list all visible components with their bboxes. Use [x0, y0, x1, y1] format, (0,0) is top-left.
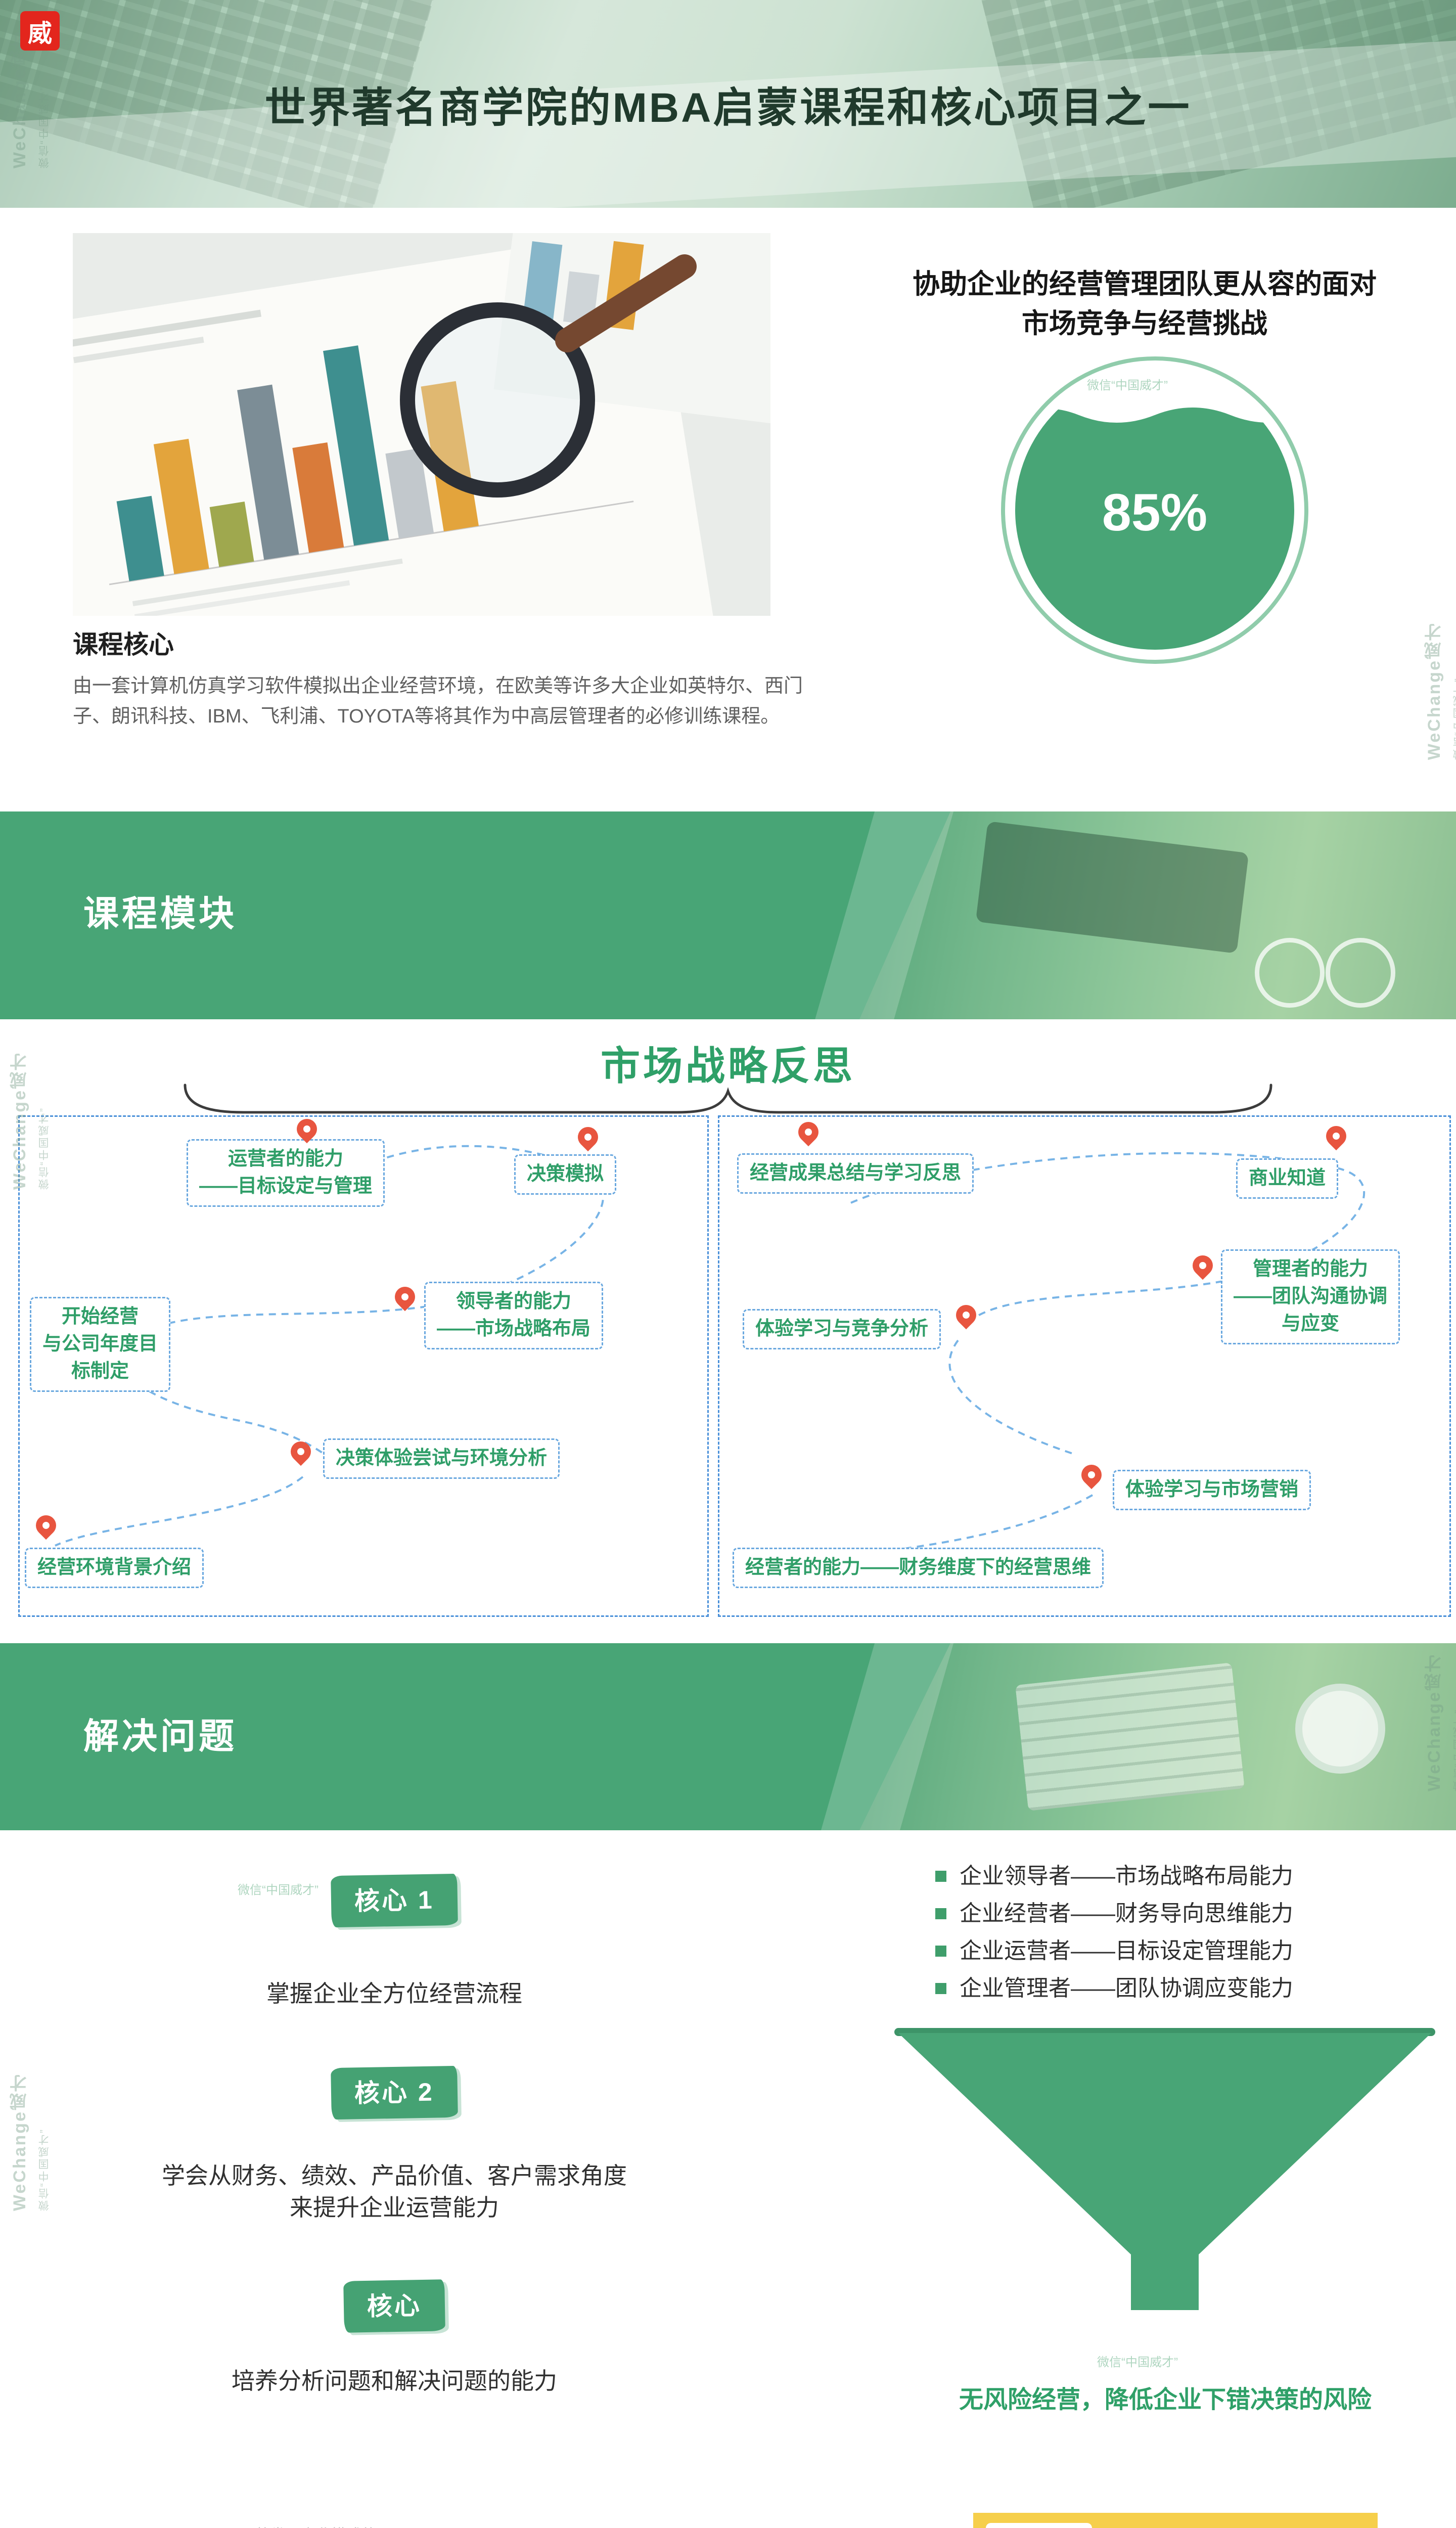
brand-logo: 威: [20, 11, 60, 51]
notebook-shape: [1015, 1662, 1245, 1811]
laptop-shape: [975, 821, 1249, 954]
glasses-icon: [1326, 938, 1395, 1008]
charts-photo: [73, 233, 770, 616]
apply-note: 将发展商业模式的 知识与技能: [255, 2523, 377, 2528]
section-title-problems: 解决问题: [83, 1717, 237, 1756]
capability-item: 企业管理者——团队协调应变能力: [935, 1976, 1293, 2002]
strategy-section: 市场战略反思 运营者的能力 ——目标设定与管理 决策模拟 领导者的能力 ——市场…: [0, 1019, 1456, 1643]
journey-path: [823, 1152, 1366, 1560]
core-1-badge: 核心 1: [331, 1873, 458, 1928]
section-title-modules: 课程模块: [83, 894, 237, 933]
percentage-gauge: 85%: [998, 353, 1311, 667]
strategy-title: 市场战略反思: [600, 1044, 855, 1088]
modules-banner: 课程模块: [0, 811, 1456, 1019]
flow-node: 商业知道: [1236, 1158, 1339, 1199]
journey-box-right: 经营成果总结与学习反思 商业知道 管理者的能力 ——团队沟通协调 与应变 体验学…: [718, 1115, 1451, 1617]
cores-section: 核心 1 掌握企业全方位经营流程 核心 2 学会从财务、绩效、产品价值、客户需求…: [0, 1830, 1456, 2475]
journey-box-left: 运营者的能力 ——目标设定与管理 决策模拟 领导者的能力 ——市场战略布局 开始…: [18, 1114, 709, 1617]
capability-item: 企业运营者——目标设定管理能力: [935, 1938, 1293, 1964]
percentage-value: 85%: [1102, 483, 1207, 542]
core-heading: 课程核心: [73, 630, 174, 659]
brand-logo-char: 威: [27, 20, 52, 47]
flow-node: 体验学习与竞争分析: [743, 1309, 941, 1349]
header-banner: 世界著名商学院的MBA启蒙课程和核心项目之一: [0, 0, 1456, 208]
capability-item: 企业领导者——市场战略布局能力: [935, 1864, 1293, 1889]
square-bullet-icon: [935, 1946, 946, 1957]
glasses-icon: [1255, 938, 1325, 1008]
teamwork-illustration: [973, 2513, 1378, 2528]
intro-headline: 协助企业的经营管理团队更从容的面对 市场竞争与经营挑战: [913, 269, 1377, 339]
flow-node: 体验学习与市场营销: [1113, 1470, 1311, 1510]
core-2-text: 学会从财务、绩效、产品价值、客户需求角度 来提升企业运营能力: [162, 2162, 627, 2221]
core-3-badge: 核心: [343, 2279, 445, 2333]
journey-path: [55, 1145, 605, 1547]
core-description: 由一套计算机仿真学习软件模拟出企业经营环境，在欧美等许多大企业如英特尔、西门子、…: [73, 675, 803, 728]
flow-node: 决策模拟: [514, 1154, 617, 1195]
intro-section: 协助企业的经营管理团队更从容的面对 市场竞争与经营挑战 85% 课程核心 由一套…: [0, 208, 1456, 811]
flow-node: 运营者的能力 ——目标设定与管理: [187, 1139, 385, 1207]
core-3-text: 培养分析问题和解决问题的能力: [232, 2368, 557, 2394]
page-title: 世界著名商学院的MBA启蒙课程和核心项目之一: [264, 85, 1192, 131]
square-bullet-icon: [935, 1983, 946, 1994]
flow-node: 领导者的能力 ——市场战略布局: [424, 1282, 604, 1349]
desk-photo: [859, 811, 1456, 1019]
funnel-caption: 无风险经营，降低企业下错决策的风险: [959, 2386, 1372, 2413]
notebook-photo: [859, 1643, 1456, 1830]
flow-node: 经营者的能力——财务维度下的经营思维: [733, 1548, 1104, 1588]
square-bullet-icon: [935, 1908, 946, 1919]
flow-node: 决策体验尝试与环境分析: [323, 1438, 560, 1479]
capability-item: 企业经营者——财务导向思维能力: [935, 1901, 1293, 1927]
problems-banner: 解决问题: [0, 1643, 1456, 1830]
square-bullet-icon: [935, 1871, 946, 1882]
brace-shape: [184, 1084, 1272, 1114]
flow-node: 经营环境背景介绍: [25, 1548, 204, 1588]
funnel-graphic: [894, 2028, 1435, 2310]
flow-node: 管理者的能力 ——团队沟通协调 与应变: [1221, 1249, 1400, 1344]
flow-node: 经营成果总结与学习反思: [737, 1153, 974, 1194]
core-1-text: 掌握企业全方位经营流程: [266, 1980, 522, 2007]
flow-node: 开始经营 与公司年度目 标制定: [30, 1297, 171, 1392]
coffee-cup-shape: [1295, 1684, 1385, 1774]
core-2-badge: 核心 2: [331, 2065, 458, 2120]
apply-section: 即知即行 将发展商业模式的 知识与技能 应用在实际工作上 多部门工作历练，体会工…: [0, 2475, 1456, 2528]
